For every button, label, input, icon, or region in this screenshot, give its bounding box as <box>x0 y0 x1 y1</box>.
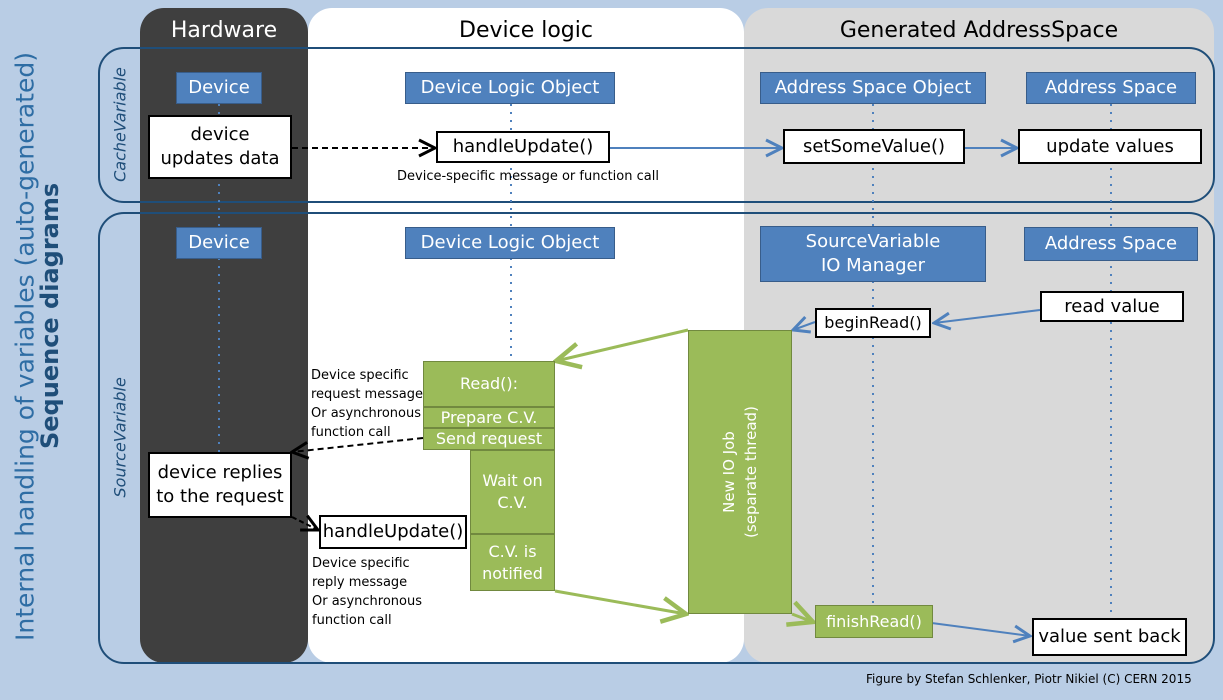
device-replies-box: device replies to the request <box>148 452 292 518</box>
request-note-line4: function call <box>311 425 391 440</box>
value-sent-back-box: value sent back <box>1032 618 1187 656</box>
device-replies-line1: device replies <box>157 462 283 483</box>
actor-io-manager-source: SourceVariable IO Manager <box>760 226 986 282</box>
reply-note-line4: function call <box>312 613 392 628</box>
handle-update-source-box: handleUpdate() <box>319 515 467 549</box>
actor-device-logic-object-cache: Device Logic Object <box>405 72 615 104</box>
request-note-line1: Device specific <box>311 368 409 383</box>
actor-address-space-source: Address Space <box>1024 227 1198 261</box>
io-job-line1: New IO Job <box>720 431 738 513</box>
actor-device-cache: Device <box>176 72 262 104</box>
address-space-column-title: Generated AddressSpace <box>839 18 1119 43</box>
device-updates-line1: device <box>190 124 250 145</box>
set-some-value-box: setSomeValue() <box>783 129 965 164</box>
reply-note: Device specific reply message Or asynchr… <box>312 554 442 630</box>
handle-update-cache-box: handleUpdate() <box>436 131 610 163</box>
io-job-label: New IO Job (separate thread) <box>718 406 762 538</box>
io-manager-line1: SourceVariable <box>805 231 941 252</box>
handle-update-note: Device-specific message or function call <box>397 169 659 184</box>
reply-note-line1: Device specific <box>312 556 410 571</box>
device-replies-line2: to the request <box>156 486 284 507</box>
actor-device-source: Device <box>176 227 262 259</box>
begin-read-box: beginRead() <box>815 308 931 338</box>
cv-notified-step: C.V. is notified <box>470 534 555 591</box>
request-note: Device specific request message Or async… <box>311 366 426 442</box>
io-job-line2: (separate thread) <box>742 406 760 538</box>
actor-address-space-object-cache: Address Space Object <box>760 72 986 104</box>
new-io-job-box: New IO Job (separate thread) <box>688 330 792 614</box>
device-logic-column-title: Device logic <box>459 18 593 43</box>
send-request-step: Send request <box>423 428 555 450</box>
actor-device-logic-object-source: Device Logic Object <box>405 227 615 259</box>
source-variable-label: SourceVariable <box>110 377 130 498</box>
read-value-box: read value <box>1040 291 1184 322</box>
prepare-cv-step: Prepare C.V. <box>423 407 555 428</box>
actor-address-space-cache: Address Space <box>1026 72 1196 104</box>
notified-line2: notified <box>482 563 543 583</box>
wait-on-cv-step: Wait on C.V. <box>470 450 555 534</box>
hardware-column-title: Hardware <box>170 18 278 43</box>
diagram-subtitle: Sequence diagrams <box>36 182 64 449</box>
update-values-box: update values <box>1018 129 1202 164</box>
figure-credit: Figure by Stefan Schlenker, Piotr Nikiel… <box>866 672 1192 686</box>
cache-variable-label: CacheVariable <box>110 67 130 182</box>
request-note-line3: Or asynchronous <box>311 406 421 421</box>
cache-variable-frame <box>98 47 1215 203</box>
reply-note-line3: Or asynchronous <box>312 594 422 609</box>
device-updates-line2: updates data <box>160 148 280 169</box>
read-step: Read(): <box>423 361 555 407</box>
source-variable-frame <box>98 212 1215 664</box>
notified-line1: C.V. is <box>488 541 537 561</box>
finish-read-box: finishRead() <box>815 605 933 638</box>
io-manager-line2: IO Manager <box>820 255 926 276</box>
device-updates-data-box: device updates data <box>148 115 292 179</box>
request-note-line2: request message <box>311 387 423 402</box>
wait-line2: C.V. <box>497 493 528 512</box>
wait-line1: Wait on <box>482 471 543 490</box>
reply-note-line2: reply message <box>312 575 408 590</box>
